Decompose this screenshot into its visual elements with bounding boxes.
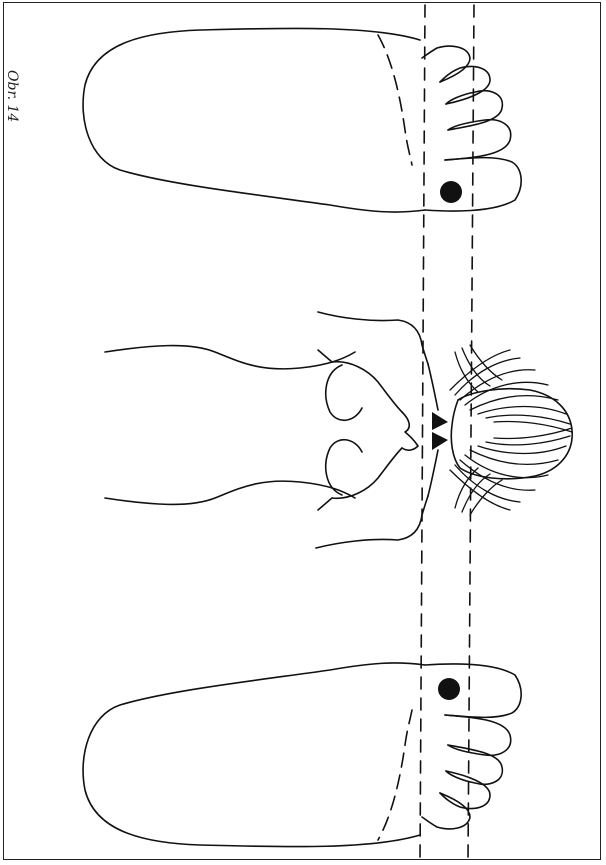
dashed-guide-line-right	[468, 5, 474, 860]
dashed-guide-line-left	[420, 5, 425, 860]
reflex-point-left-foot	[438, 678, 460, 700]
head-neck-shoulders	[105, 312, 572, 548]
reflex-point-right-foot	[440, 181, 462, 203]
hair-strands	[450, 345, 572, 515]
